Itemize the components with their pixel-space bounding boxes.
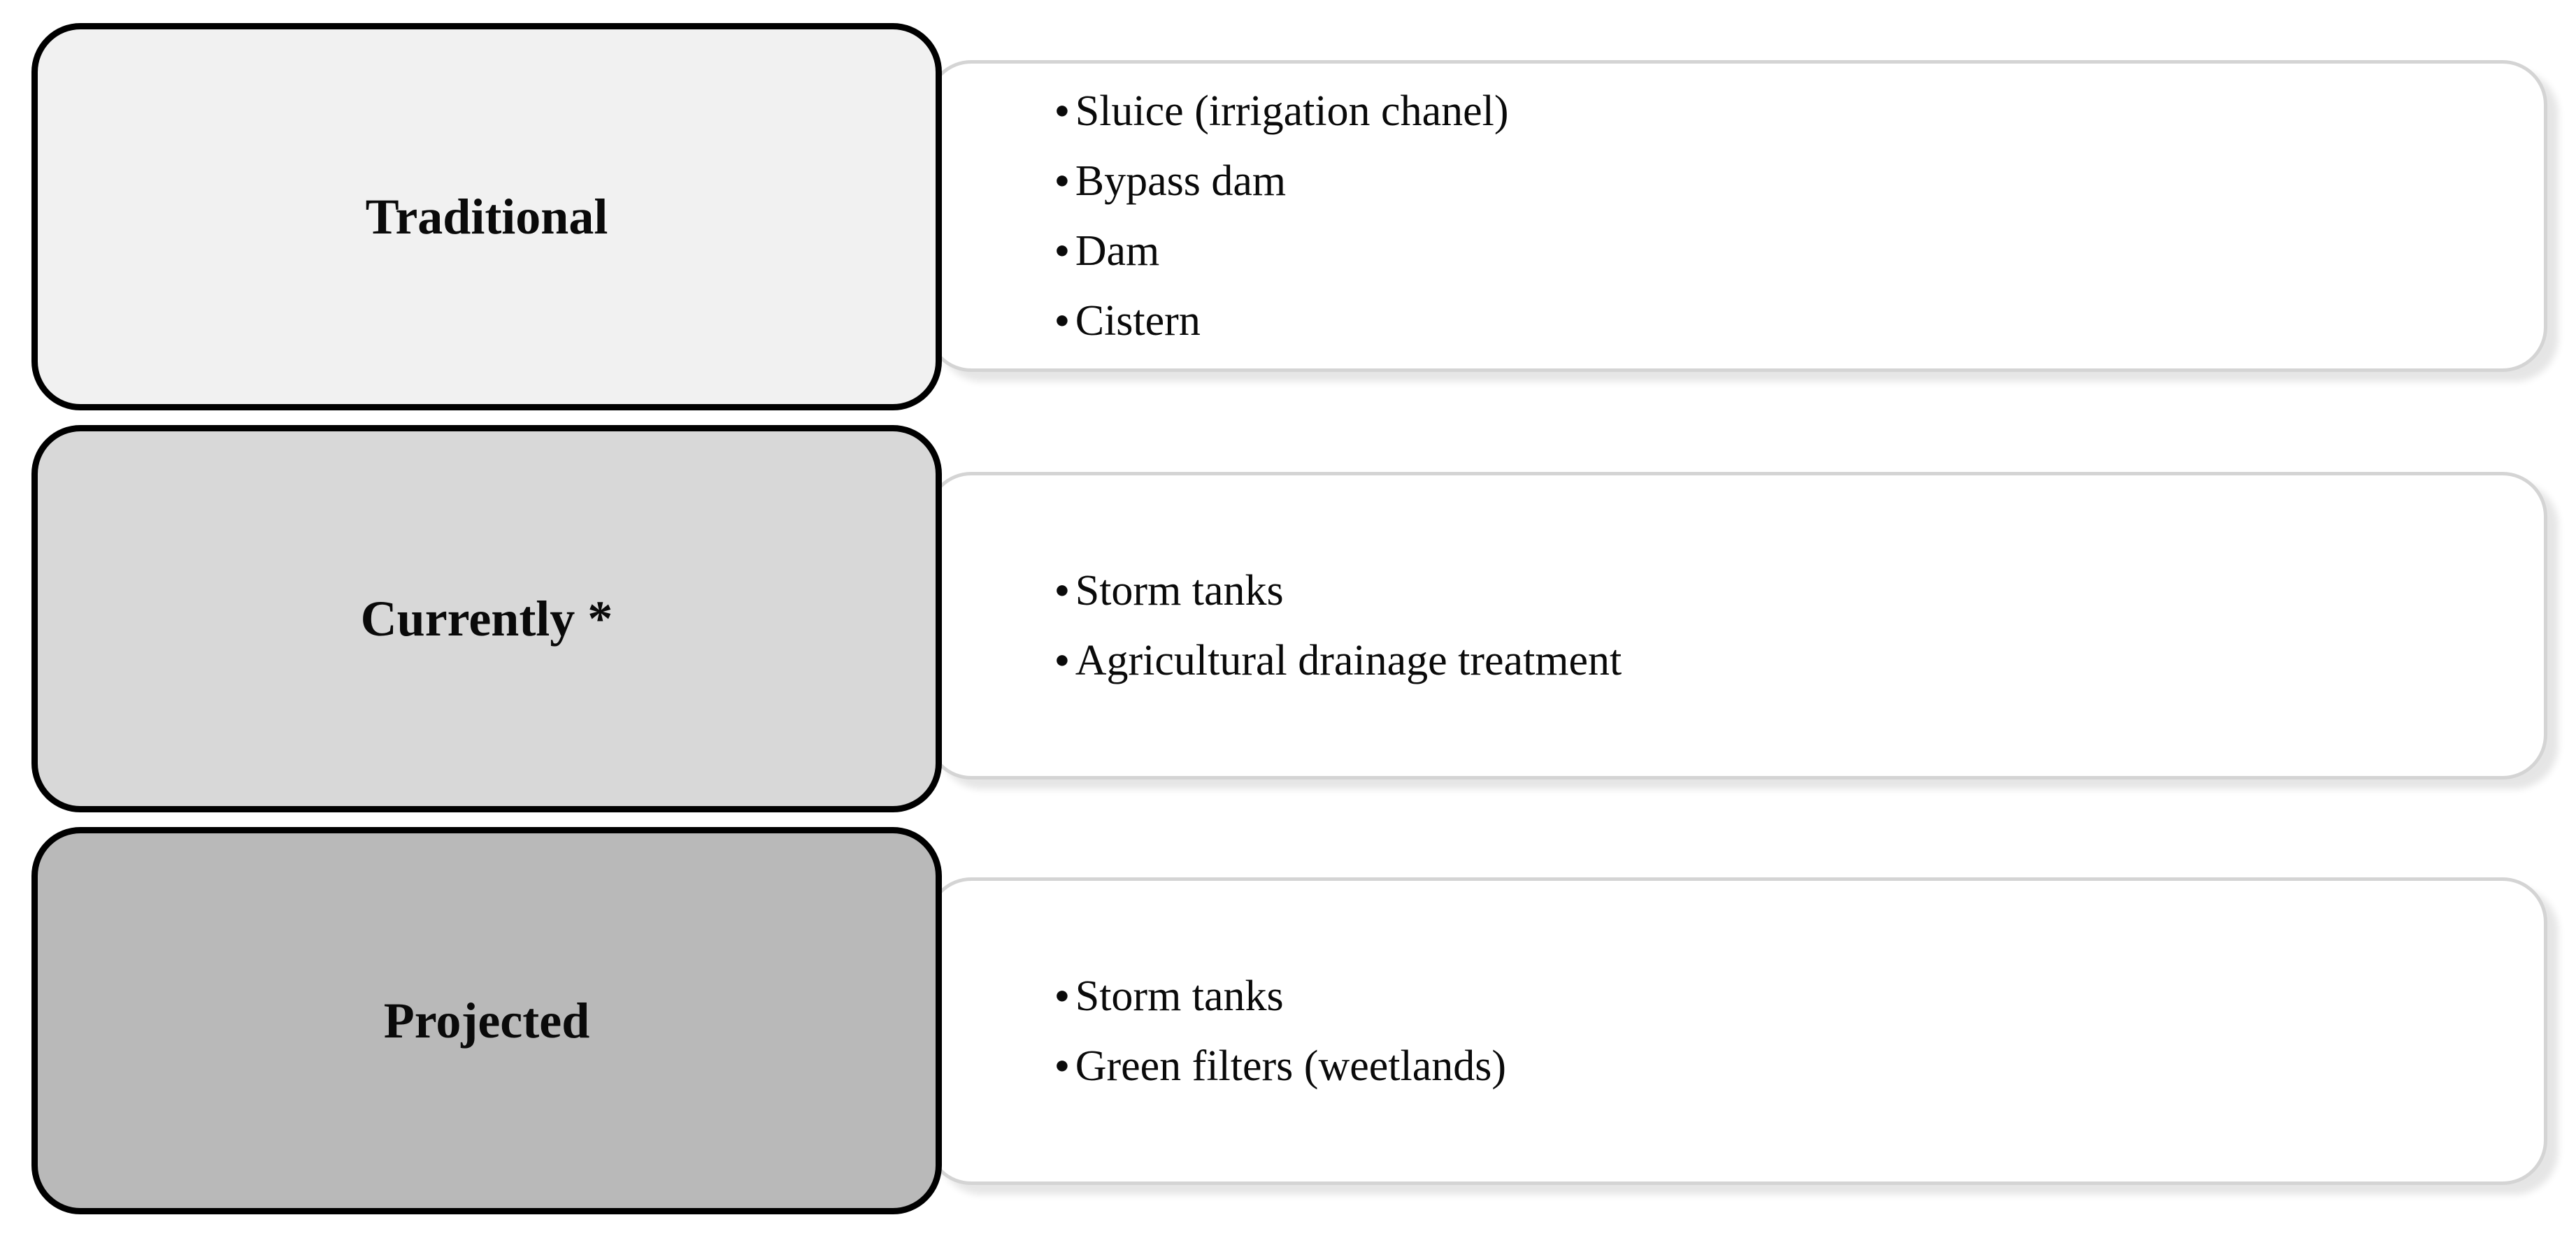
list-item-text: Storm tanks — [1075, 972, 1284, 1020]
list-item-text: Sluice (irrigation chanel) — [1075, 87, 1509, 135]
bullet-list-projected: •Storm tanks •Green filters (weetlands) — [1054, 877, 2495, 1185]
bullet-icon: • — [1054, 226, 1071, 276]
bullet-icon: • — [1054, 635, 1071, 686]
bullet-icon: • — [1054, 296, 1071, 346]
stage-label-traditional: Traditional — [365, 188, 608, 245]
list-item: •Storm tanks — [1054, 961, 2495, 1031]
bullet-list-traditional: •Sluice (irrigation chanel) •Bypass dam … — [1054, 60, 2495, 372]
list-item: •Cistern — [1054, 286, 2495, 356]
list-item: •Dam — [1054, 216, 2495, 286]
items-panel-projected — [926, 877, 2547, 1185]
stage-box-projected: Projected — [31, 827, 942, 1214]
list-item: •Sluice (irrigation chanel) — [1054, 76, 2495, 146]
list-item-text: Cistern — [1075, 297, 1201, 345]
bullet-icon: • — [1054, 1041, 1071, 1091]
list-item-text: Agricultural drainage treatment — [1075, 637, 1622, 684]
stage-box-traditional: Traditional — [31, 23, 942, 410]
list-item-text: Green filters (weetlands) — [1075, 1042, 1506, 1090]
items-panel-traditional — [926, 60, 2547, 372]
bullet-icon: • — [1054, 566, 1071, 616]
stage-box-currently: Currently * — [31, 425, 942, 812]
stage-label-currently: Currently * — [360, 590, 613, 647]
stage-label-projected: Projected — [383, 992, 590, 1049]
bullet-icon: • — [1054, 86, 1071, 136]
bullet-list-currently: •Storm tanks •Agricultural drainage trea… — [1054, 472, 2495, 779]
list-item: •Storm tanks — [1054, 556, 2495, 626]
list-item: •Agricultural drainage treatment — [1054, 626, 2495, 696]
list-item: •Bypass dam — [1054, 146, 2495, 216]
items-panel-currently — [926, 472, 2547, 779]
bullet-icon: • — [1054, 971, 1071, 1021]
list-item: •Green filters (weetlands) — [1054, 1031, 2495, 1101]
list-item-text: Storm tanks — [1075, 567, 1284, 615]
bullet-icon: • — [1054, 156, 1071, 206]
list-item-text: Bypass dam — [1075, 157, 1287, 205]
list-item-text: Dam — [1075, 227, 1160, 275]
